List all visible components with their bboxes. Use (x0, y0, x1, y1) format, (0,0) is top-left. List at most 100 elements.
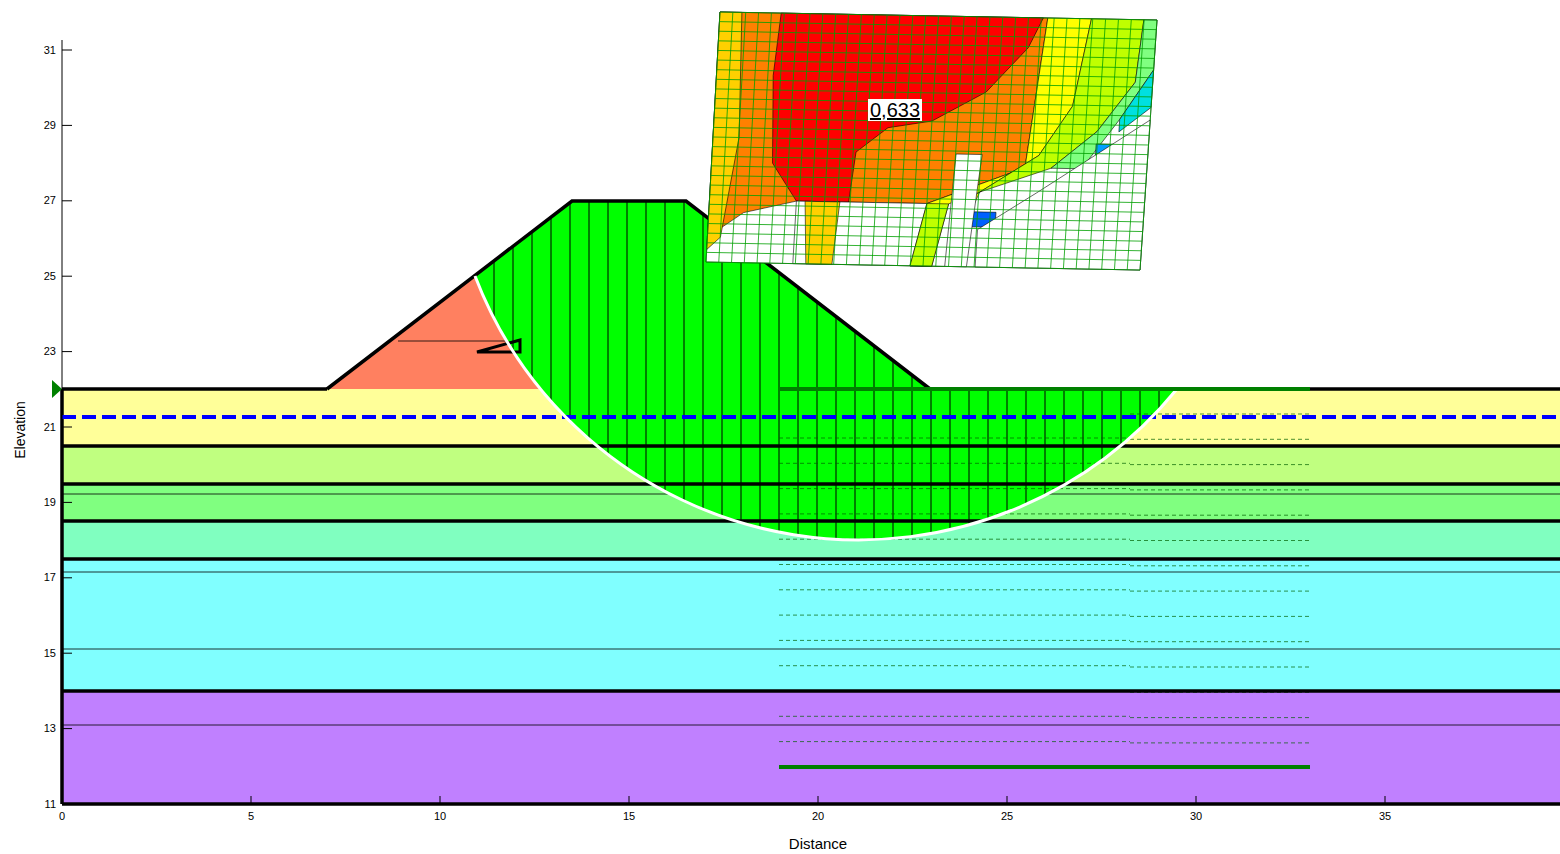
axis-tick-label: 25 (1001, 811, 1013, 822)
soil-layer (62, 559, 1560, 691)
axis-tick-label: 21 (44, 422, 56, 433)
axis-tick-label: 0 (59, 811, 65, 822)
grid-line (710, 185, 1145, 193)
exit-range (779, 765, 1310, 769)
tick (62, 200, 72, 201)
slice-line (570, 190, 571, 560)
grid-line (712, 147, 1147, 155)
slice-line (551, 190, 552, 560)
grid-line (707, 252, 1141, 260)
axis-tick-label: 17 (44, 572, 56, 583)
slice-line (1159, 190, 1160, 560)
dashed-line (779, 640, 1130, 641)
dashed-line (1130, 641, 1310, 642)
axis-tick-label: 31 (44, 45, 56, 56)
grid-line (717, 60, 1153, 68)
axis-tick-label: 23 (44, 346, 56, 357)
tick (62, 276, 72, 277)
dashed-line (779, 463, 1130, 464)
axis-title: Distance (789, 836, 847, 851)
axis-tick-label: 10 (434, 811, 446, 822)
grid-line (708, 233, 1142, 241)
slip-surface (475, 276, 1177, 540)
dashed-line (1130, 667, 1310, 668)
tick (62, 502, 72, 503)
axis (62, 40, 63, 804)
dashed-line (779, 438, 1130, 439)
slice-line (608, 190, 609, 560)
grid-line (715, 99, 1151, 107)
axis-title: Elevation (13, 401, 27, 459)
axis-tick-label: 5 (248, 811, 254, 822)
entry-range (779, 387, 1310, 391)
tick (62, 125, 72, 126)
grid-line (716, 79, 1152, 87)
dashed-line (1130, 565, 1310, 566)
axis-tick-label: 20 (812, 811, 824, 822)
axis-tick-label: 35 (1379, 811, 1391, 822)
tick (1385, 796, 1386, 804)
grid-line (714, 127, 1150, 135)
dashed-line (1130, 742, 1310, 743)
dashed-line (779, 741, 1130, 742)
dashed-line (779, 513, 1130, 514)
dashed-line (1130, 717, 1310, 718)
axis-tick-label: 19 (44, 497, 56, 508)
factor-of-safety: 0,633 (868, 99, 922, 121)
dashed-line (779, 589, 1130, 590)
soil-layer (62, 691, 1560, 804)
grid-line (719, 22, 1156, 30)
slice-line (532, 190, 533, 560)
slice-line (589, 190, 590, 560)
dashed-line (1130, 616, 1310, 617)
dashed-line (779, 615, 1130, 616)
grid-line (713, 137, 1149, 145)
tick (629, 796, 630, 804)
tick (62, 653, 72, 654)
axis-tick-label: 13 (44, 723, 56, 734)
tick (62, 351, 72, 352)
tick (818, 796, 819, 804)
axis-tick-label: 15 (44, 648, 56, 659)
tick (62, 427, 72, 428)
slice-line (703, 190, 704, 560)
slice-line (684, 190, 685, 560)
dashed-line (779, 488, 1130, 489)
grid-line (718, 50, 1155, 58)
axis-tick-label: 11 (45, 799, 56, 810)
dashed-line (779, 665, 1130, 666)
grid-line (708, 224, 1142, 232)
grid-line (706, 262, 1140, 270)
grid-line (720, 12, 1157, 20)
tick (62, 50, 72, 51)
grid-lines (779, 414, 1310, 767)
grid-line (709, 214, 1144, 222)
axis-tick-label: 30 (1190, 811, 1202, 822)
slice-line (627, 190, 628, 560)
grid-line (716, 89, 1152, 97)
search-grid (706, 12, 1157, 270)
axis-tick-label: 27 (44, 195, 56, 206)
marker (52, 380, 62, 398)
dashed-line (1130, 540, 1310, 541)
grid-line (718, 41, 1155, 49)
grid-line (707, 243, 1141, 251)
tick (440, 796, 441, 804)
dashed-line (1130, 591, 1310, 592)
tick (62, 804, 72, 805)
slice-line (646, 190, 647, 560)
axis-tick-label: 25 (44, 271, 56, 282)
water-table (62, 415, 1560, 419)
tick (1196, 796, 1197, 804)
grid-line (710, 195, 1145, 203)
tick (62, 728, 72, 729)
grid-line (711, 166, 1146, 174)
grid-line (714, 118, 1150, 126)
grid-line (717, 70, 1153, 78)
grid-line (712, 156, 1147, 164)
grid-line (711, 175, 1146, 183)
tick (251, 796, 252, 804)
tick (62, 577, 72, 578)
dashed-line (1130, 439, 1310, 440)
